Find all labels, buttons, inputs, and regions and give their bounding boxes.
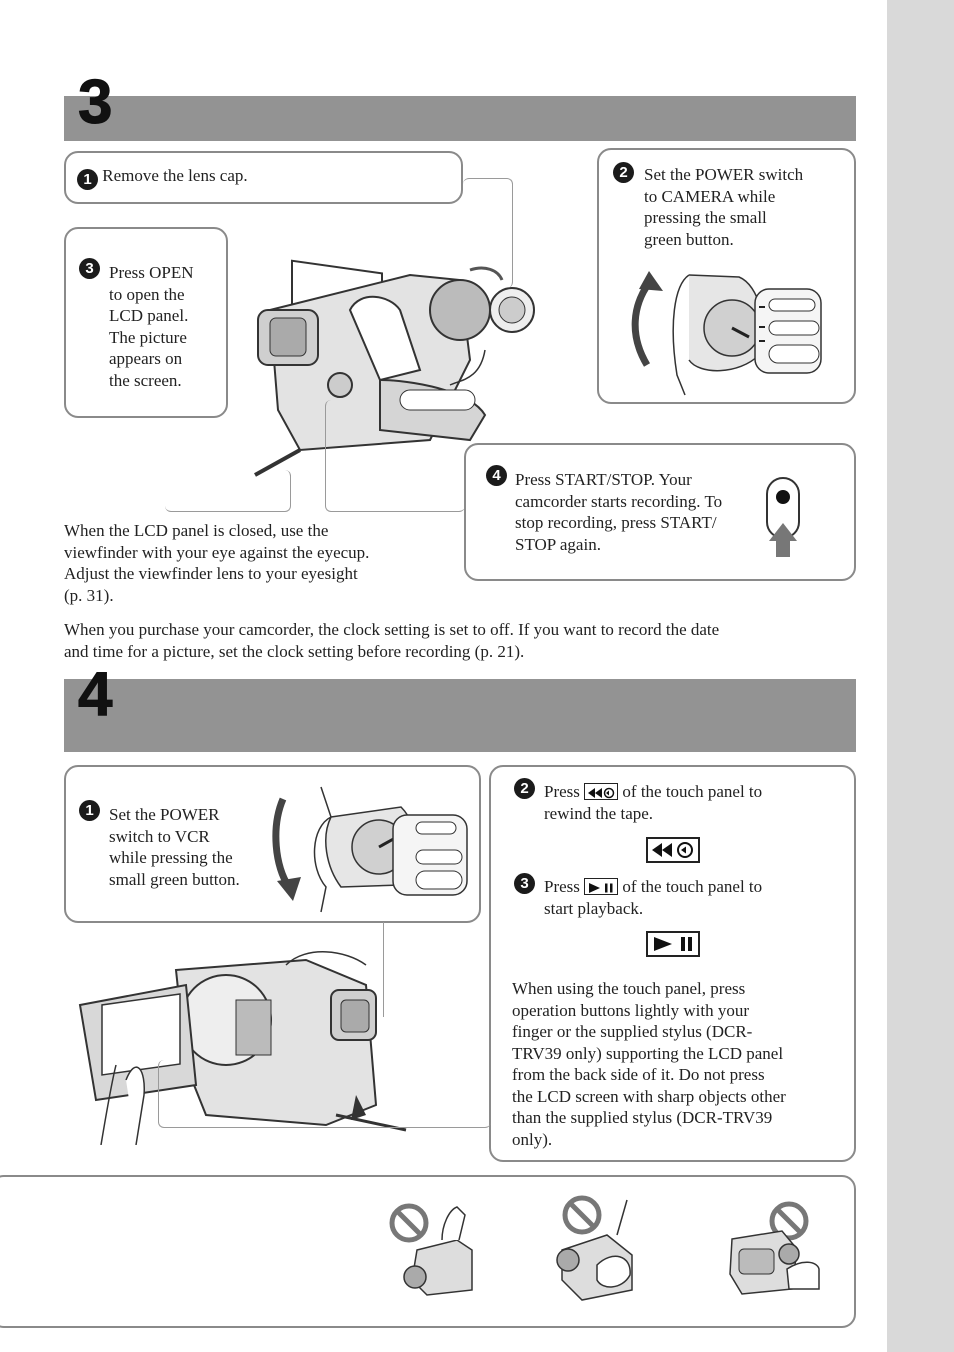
note-line: When you purchase your camcorder, the cl… xyxy=(64,619,719,641)
note-line: TRV39 only) supporting the LCD panel xyxy=(512,1043,786,1065)
step4-1-line: small green button. xyxy=(109,869,240,891)
step3-2-box: 2 Set the POWER switch to CAMERA while p… xyxy=(597,148,856,404)
step3-2-line: Set the POWER switch xyxy=(644,164,803,186)
step3-3-line: LCD panel. xyxy=(109,305,194,327)
note-line: from the back side of it. Do not press xyxy=(512,1064,786,1086)
viewfinder-note: When the LCD panel is closed, use the vi… xyxy=(64,520,369,606)
step4-1-box: 1 Set the POWER switch to VCR while pres… xyxy=(64,765,481,923)
connector-line xyxy=(165,470,291,512)
step3-2-line: to CAMERA while xyxy=(644,186,803,208)
step4-3-post: of the touch panel to xyxy=(622,877,762,896)
section-3-header xyxy=(64,96,856,141)
note-line: the LCD screen with sharp objects other xyxy=(512,1086,786,1108)
connector-line xyxy=(383,922,385,1017)
step3-4-line: camcorder starts recording. To xyxy=(515,491,722,513)
clock-note: When you purchase your camcorder, the cl… xyxy=(64,619,719,662)
note-line: operation buttons lightly with your xyxy=(512,1000,786,1022)
step3-4-box: 4 Press START/STOP. Your camcorder start… xyxy=(464,443,856,581)
play-pause-button-icon xyxy=(646,931,700,957)
numbered-circle-icon: 2 xyxy=(514,778,535,799)
note-line: only). xyxy=(512,1129,786,1151)
note-line: and time for a picture, set the clock se… xyxy=(64,641,719,663)
note-line: finger or the supplied stylus (DCR- xyxy=(512,1021,786,1043)
play-pause-button-icon xyxy=(584,878,618,895)
note-line: viewfinder with your eye against the eye… xyxy=(64,542,369,564)
step3-4-line: Press START/STOP. Your xyxy=(515,469,722,491)
note-line: When using the touch panel, press xyxy=(512,978,786,1000)
numbered-circle-icon: 1 xyxy=(77,169,98,190)
connector-line xyxy=(325,400,465,512)
touch-note: When using the touch panel, press operat… xyxy=(512,978,786,1150)
step4-2-pre: Press xyxy=(544,782,580,801)
step4-2-post: of the touch panel to xyxy=(622,782,762,801)
side-tab xyxy=(887,0,954,1352)
caution-box xyxy=(0,1175,856,1328)
section-4-header xyxy=(64,679,856,752)
section-4-number: 4 xyxy=(78,664,112,726)
prohibited-icon xyxy=(552,1195,647,1310)
prohibited-icon xyxy=(727,1199,827,1299)
power-switch-camera-illustration xyxy=(619,265,849,400)
section-3-number: 3 xyxy=(78,72,112,134)
note-line: than the supplied stylus (DCR-TRV39 xyxy=(512,1107,786,1129)
step4-1-line: while pressing the xyxy=(109,847,240,869)
step4-2-line2: rewind the tape. xyxy=(544,803,762,825)
step4-2-3-box: 2 Press of the touch panel to rewind the… xyxy=(489,765,856,1162)
step3-4-line: STOP again. xyxy=(515,534,722,556)
step3-2-line: green button. xyxy=(644,229,803,251)
numbered-circle-icon: 2 xyxy=(613,162,634,183)
step3-1-text: Remove the lens cap. xyxy=(102,166,247,185)
note-line: (p. 31). xyxy=(64,585,369,607)
connector-line xyxy=(158,1060,491,1128)
note-line: Adjust the viewfinder lens to your eyesi… xyxy=(64,563,369,585)
note-line: When the LCD panel is closed, use the xyxy=(64,520,369,542)
step4-1-line: Set the POWER xyxy=(109,804,240,826)
rewind-button-icon xyxy=(646,837,700,863)
step3-3-line: appears on xyxy=(109,348,194,370)
step3-3-line: the screen. xyxy=(109,370,194,392)
step3-4-line: stop recording, press START/ xyxy=(515,512,722,534)
numbered-circle-icon: 3 xyxy=(79,258,100,279)
step3-3-line: The picture xyxy=(109,327,194,349)
step4-1-line: switch to VCR xyxy=(109,826,240,848)
numbered-circle-icon: 4 xyxy=(486,465,507,486)
record-button-icon xyxy=(764,475,804,559)
power-switch-vcr-illustration xyxy=(271,777,471,917)
step3-3-line: Press OPEN xyxy=(109,262,194,284)
step3-1-box: 1 Remove the lens cap. xyxy=(64,151,463,204)
numbered-circle-icon: 1 xyxy=(79,800,100,821)
step3-3-box: 3 Press OPEN to open the LCD panel. The … xyxy=(64,227,228,418)
rewind-button-icon xyxy=(584,783,618,800)
prohibited-icon xyxy=(387,1195,482,1305)
step3-3-line: to open the xyxy=(109,284,194,306)
step4-3-line2: start playback. xyxy=(544,898,762,920)
numbered-circle-icon: 3 xyxy=(514,873,535,894)
step3-2-line: pressing the small xyxy=(644,207,803,229)
connector-line xyxy=(463,178,513,288)
step4-3-pre: Press xyxy=(544,877,580,896)
